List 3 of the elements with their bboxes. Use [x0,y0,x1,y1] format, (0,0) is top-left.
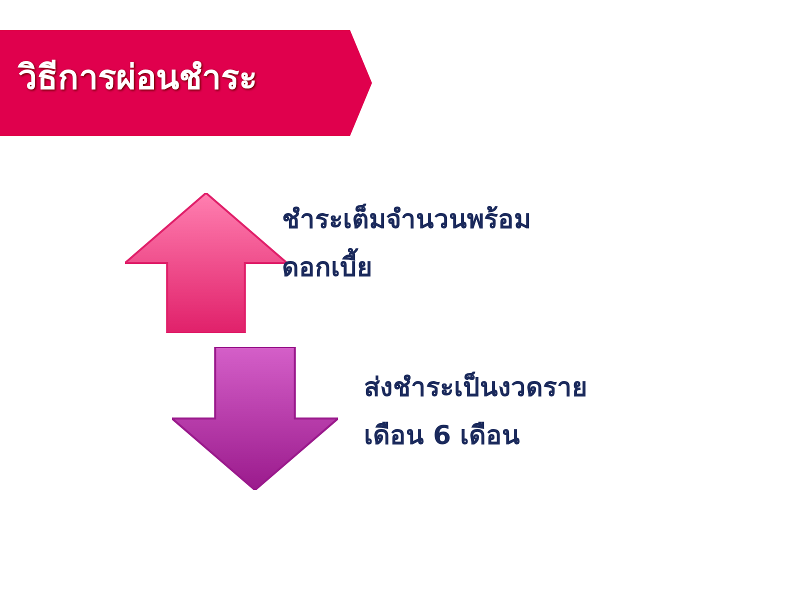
option-text: ส่งชำระเป็นงวดรายเดือน 6 เดือน [364,370,588,453]
option-text: ชำระเต็มจำนวนพร้อมดอกเบี้ย [282,202,532,285]
title: วิธีการผ่อนชำระ [18,57,257,100]
